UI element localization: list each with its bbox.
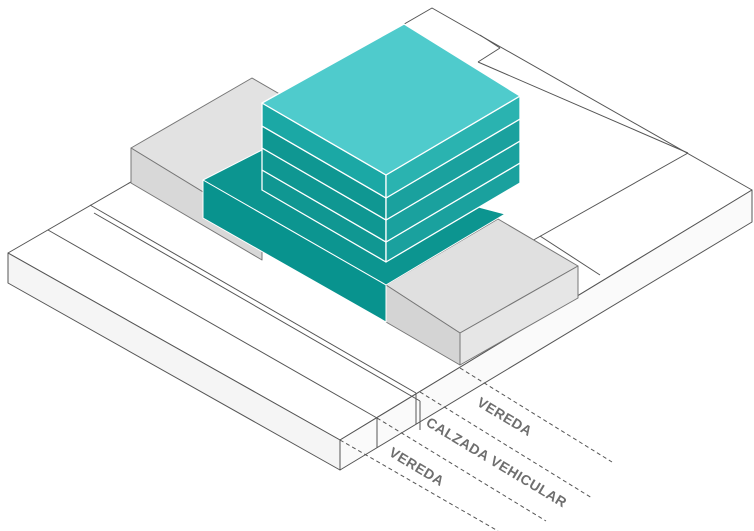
podium-front: [202, 179, 387, 323]
dashed-guides: [339, 367, 613, 531]
neighbor-building-right: [385, 218, 579, 366]
parcel-lines: [477, 34, 689, 276]
label-vereda-top: VEREDA: [474, 394, 535, 439]
neighbor-right-side: [459, 265, 579, 366]
site-slab-right-face: [339, 189, 753, 471]
tower-roof: [261, 23, 521, 176]
tower-floor-4: [261, 95, 521, 199]
label-vereda-bottom: VEREDA: [386, 444, 447, 489]
street-lines: [47, 204, 421, 448]
tower: [261, 23, 521, 263]
label-calzada-vehicular: CALZADA VEHICULAR: [423, 414, 569, 511]
